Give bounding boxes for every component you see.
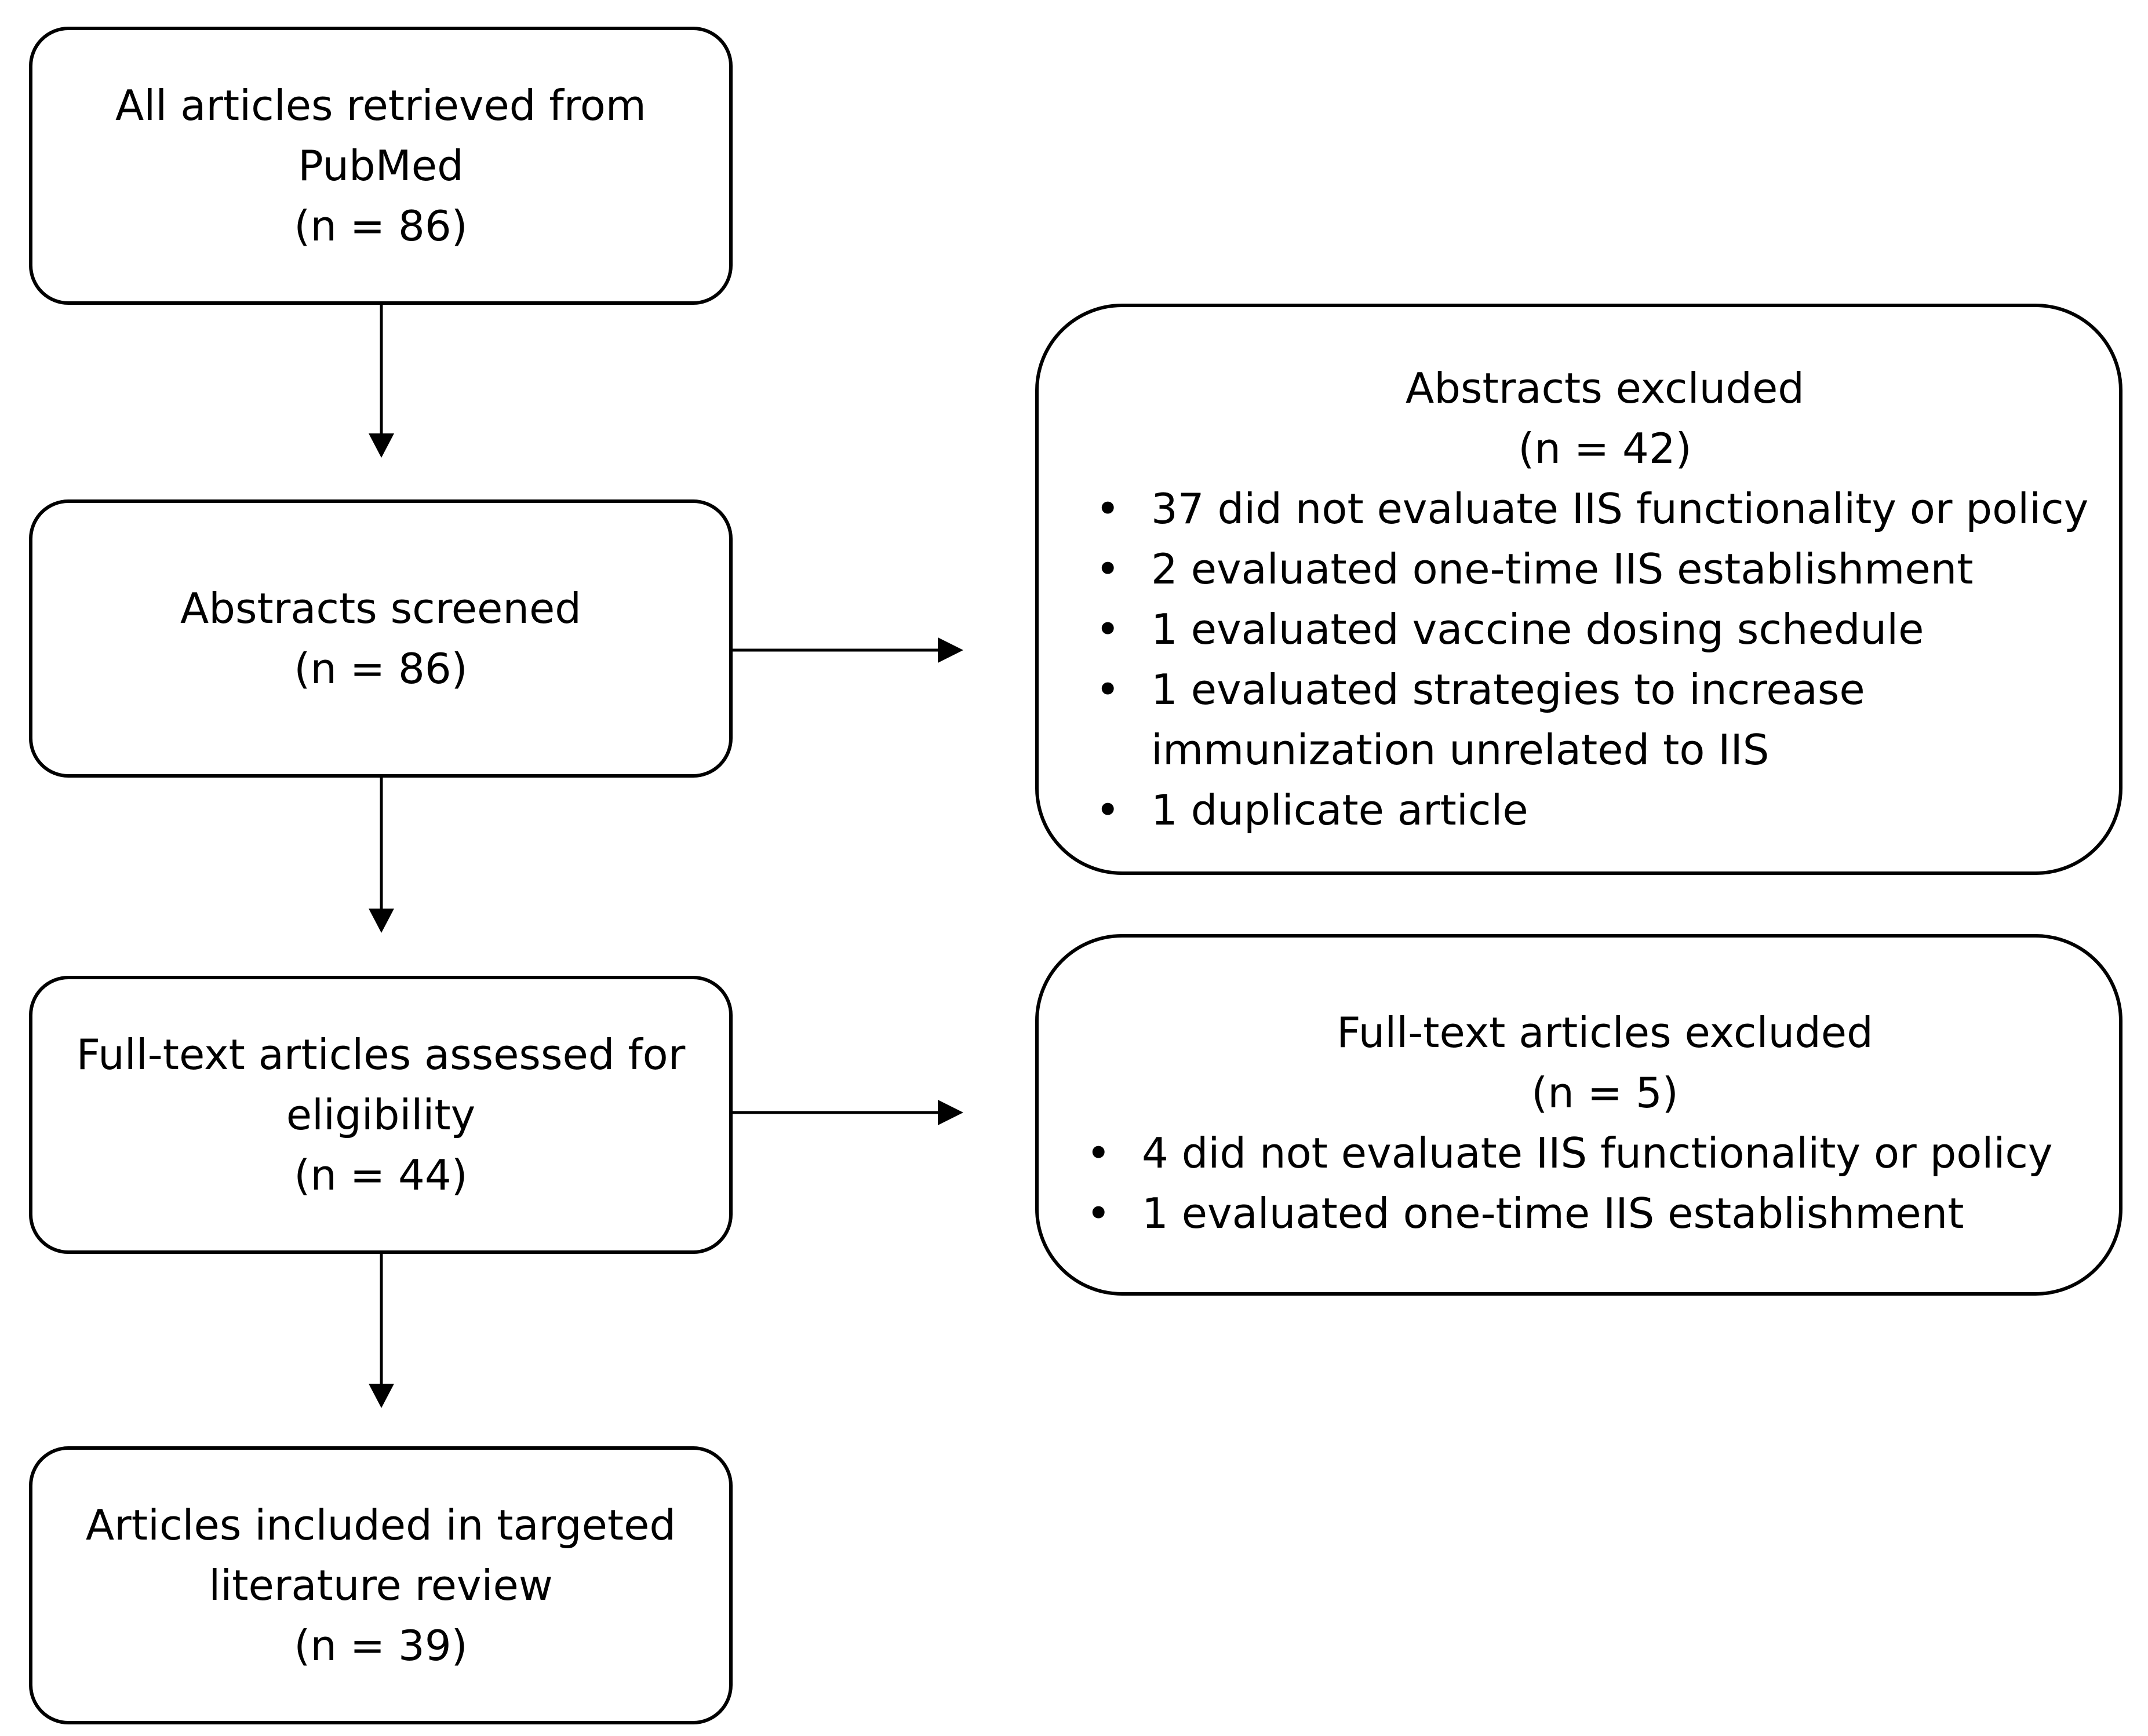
box-articles-included-title: Articles included in targeted literature… <box>85 1501 676 1610</box>
arrow-fulltext-to-fulltext-excluded <box>733 1100 963 1125</box>
box-abstracts-excluded-title: Abstracts excluded <box>1406 364 1804 413</box>
box-fulltext-assessed-title: Full-text articles assessed for eligibil… <box>76 1030 686 1139</box>
bullet-icon: • <box>1095 665 1120 714</box>
arrow-fulltext-to-included <box>369 1254 394 1408</box>
abstracts-excluded-reason-text: 37 did not evaluate IIS functionality or… <box>1151 484 2089 533</box>
fulltext-excluded-reason-text: 4 did not evaluate IIS functionality or … <box>1142 1129 2053 1177</box>
fulltext-excluded-reason-text: 1 evaluated one-time IIS establishment <box>1142 1189 1964 1238</box>
abstracts-excluded-reason-text: 1 evaluated strategies to increase immun… <box>1151 665 1865 774</box>
box-abstracts-screened: Abstracts screened (n = 86) <box>29 499 733 778</box>
bullet-icon: • <box>1095 786 1120 834</box>
abstracts-excluded-reason: • 1 evaluated vaccine dosing schedule <box>1095 599 2096 659</box>
box-abstracts-excluded-count: (n = 42) <box>1518 424 1692 473</box>
bullet-icon: • <box>1095 545 1120 593</box>
arrow-screened-to-fulltext <box>369 778 394 933</box>
box-fulltext-assessed-count: (n = 44) <box>294 1151 468 1199</box>
box-articles-included: Articles included in targeted literature… <box>29 1446 733 1724</box>
abstracts-excluded-reason: • 1 evaluated strategies to increase immu… <box>1095 659 2096 780</box>
abstracts-excluded-reasons-list: • 37 did not evaluate IIS functionality o… <box>1039 479 2119 840</box>
abstracts-excluded-reason-text: 1 evaluated vaccine dosing schedule <box>1151 605 1924 654</box>
box-articles-included-count: (n = 39) <box>294 1621 468 1670</box>
bullet-icon: • <box>1086 1189 1111 1238</box>
bullet-icon: • <box>1095 484 1120 533</box>
fulltext-excluded-reason: • 4 did not evaluate IIS functionality or… <box>1086 1123 2096 1183</box>
box-fulltext-excluded: Full-text articles excluded (n = 5) • 4 d… <box>1035 934 2122 1296</box>
abstracts-excluded-reason: • 37 did not evaluate IIS functionality o… <box>1095 479 2096 539</box>
box-fulltext-excluded-title: Full-text articles excluded <box>1337 1008 1873 1057</box>
bullet-icon: • <box>1095 605 1120 654</box>
fulltext-excluded-reason: • 1 evaluated one-time IIS establishment <box>1086 1183 2096 1243</box>
box-articles-retrieved-title: All articles retrieved from PubMed <box>115 81 646 190</box>
arrow-retrieved-to-screened <box>369 305 394 458</box>
box-abstracts-excluded: Abstracts excluded (n = 42) • 37 did not … <box>1035 304 2122 875</box>
box-articles-retrieved: All articles retrieved from PubMed (n = … <box>29 27 733 305</box>
abstracts-excluded-reason: • 2 evaluated one-time IIS establishment <box>1095 539 2096 599</box>
box-fulltext-excluded-count: (n = 5) <box>1531 1068 1679 1117</box>
arrow-screened-to-abstracts-excluded <box>733 637 963 663</box>
abstracts-excluded-reason: • 1 duplicate article <box>1095 780 2096 840</box>
box-fulltext-assessed: Full-text articles assessed for eligibil… <box>29 976 733 1254</box>
fulltext-excluded-reasons-list: • 4 did not evaluate IIS functionality or… <box>1039 1123 2119 1243</box>
abstracts-excluded-reason-text: 1 duplicate article <box>1151 786 1528 834</box>
bullet-icon: • <box>1086 1129 1111 1177</box>
abstracts-excluded-reason-text: 2 evaluated one-time IIS establishment <box>1151 545 1974 593</box>
box-abstracts-screened-title: Abstracts screened <box>180 584 581 633</box>
box-abstracts-screened-count: (n = 86) <box>294 644 468 693</box>
box-articles-retrieved-count: (n = 86) <box>294 202 468 250</box>
